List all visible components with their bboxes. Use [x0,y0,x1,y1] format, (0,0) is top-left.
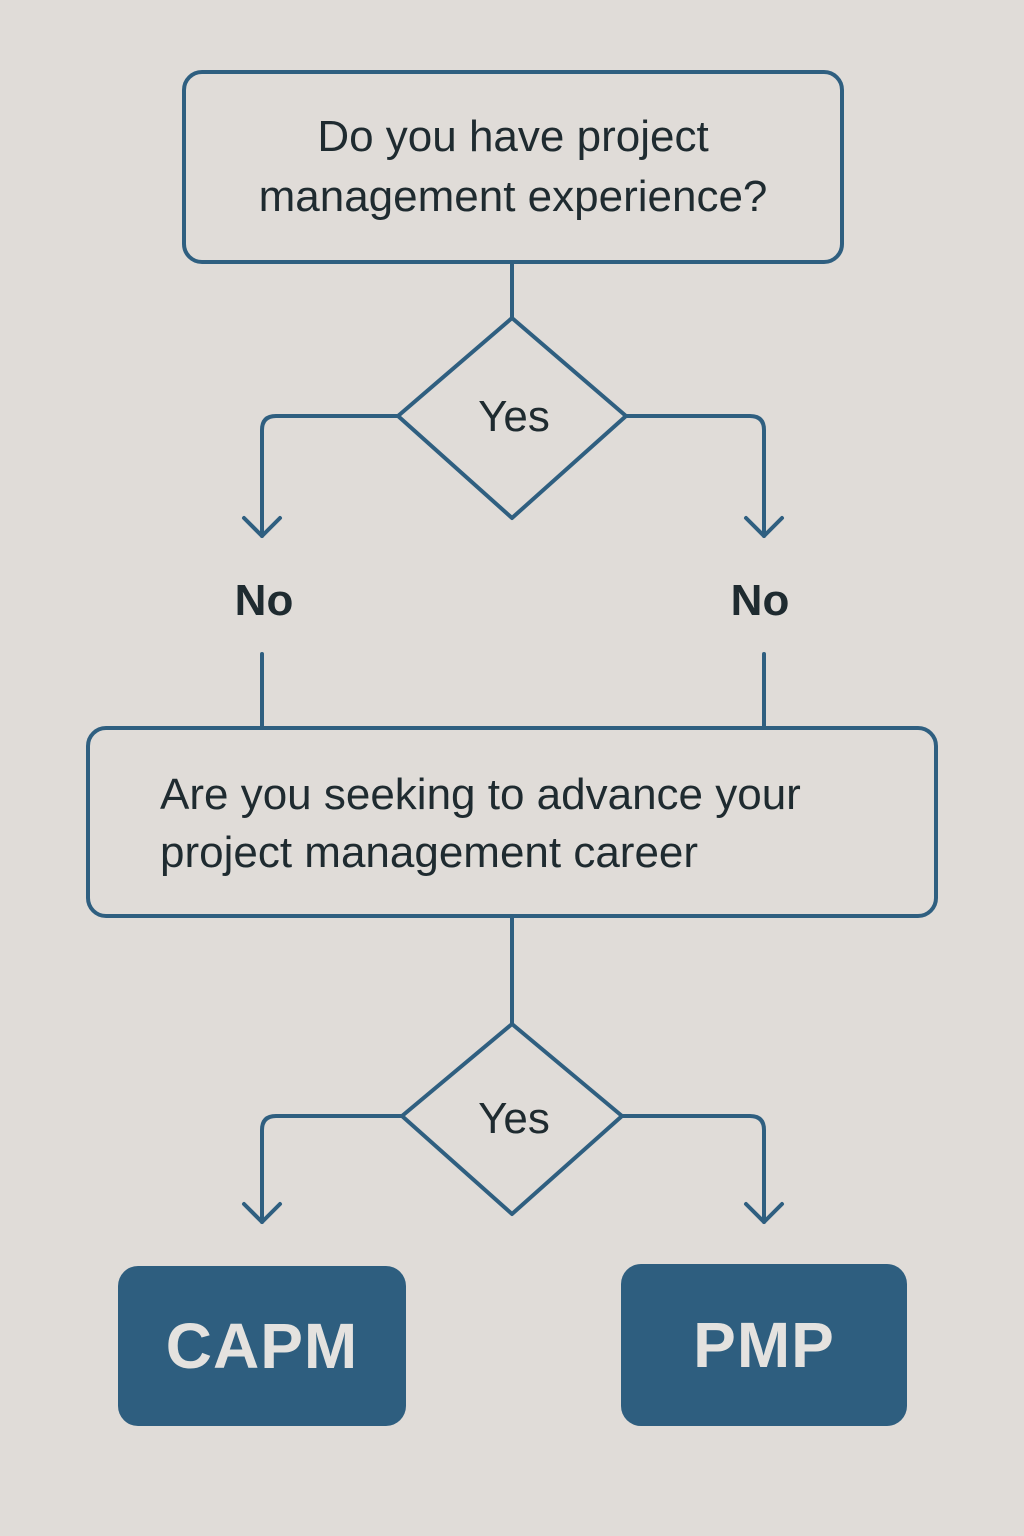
outcome-capm-box: CAPM [118,1266,406,1426]
arrowhead-decision-1-right [744,516,784,538]
arrowhead-decision-2-right [744,1202,784,1224]
connector-decision-2-left [260,1114,404,1224]
arrowhead-decision-2-left [242,1202,282,1224]
decision-2-diamond [400,1022,624,1216]
outcome-capm-label: CAPM [165,1310,359,1382]
outcome-pmp-box: PMP [621,1264,907,1426]
question-2-text: Are you seeking to advance your project … [160,770,801,877]
connector-decision-1-left [260,414,400,538]
outcome-pmp-label: PMP [693,1309,835,1381]
connector-decision-1-right [624,414,766,538]
decision-1-label: Yes [478,392,550,441]
branch-right-label: No [730,576,790,625]
branch-left-label: No [234,576,294,625]
decision-1-diamond [396,316,628,520]
arrowhead-decision-1-left [242,516,282,538]
question-1-box: Do you have project management experienc… [182,70,844,264]
question-1-text: Do you have project management experienc… [258,112,768,221]
connector-decision-2-right [620,1114,766,1224]
decision-2-label: Yes [478,1094,550,1143]
question-2-box: Are you seeking to advance your project … [86,726,938,918]
